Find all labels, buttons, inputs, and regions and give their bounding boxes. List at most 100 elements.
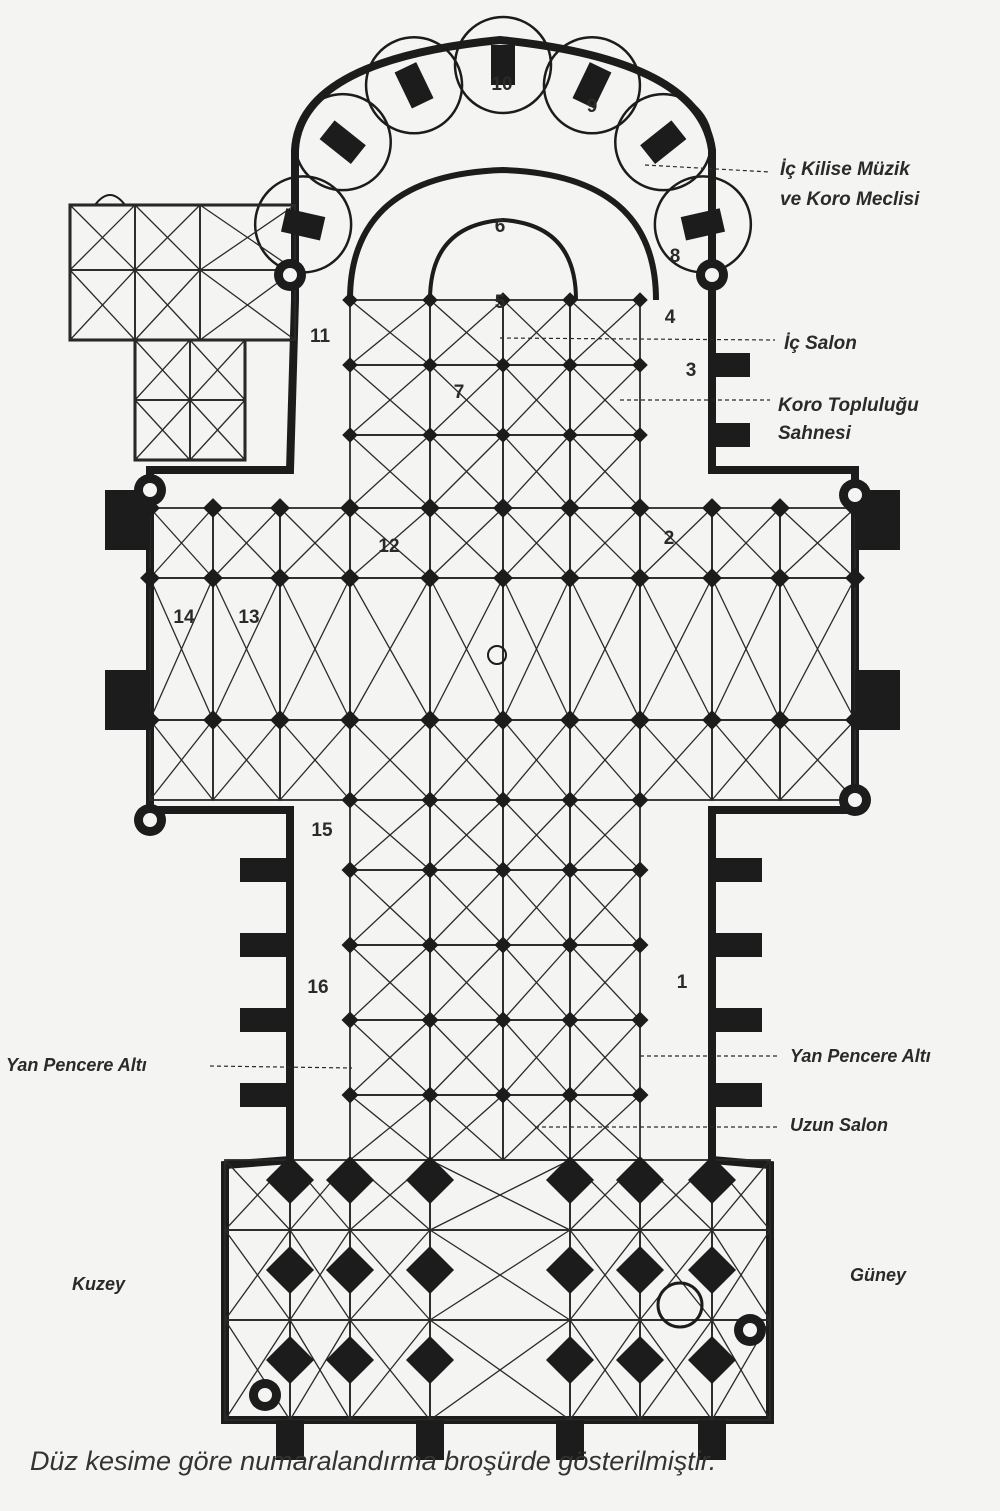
apse-buttress [491,45,515,85]
pier [561,791,579,809]
west-pier [545,1155,595,1205]
bay-number-3: 3 [686,360,697,381]
vault-rib [349,1319,431,1421]
vault-rib [502,799,571,871]
pier [494,861,512,879]
vault-rib [429,507,504,579]
west-pier [615,1245,665,1295]
vault-rib [569,1319,641,1421]
pier [561,1011,579,1029]
nave-buttress-north [240,1083,290,1107]
west-pier [687,1245,737,1295]
bay-number-10: 10 [491,74,512,95]
vault-rib [429,1159,571,1231]
bay-number-9: 9 [587,96,598,117]
west-buttress [416,1420,444,1460]
vault-rib [639,719,713,801]
bay-numbers: 10 9 6 8 5 4 11 3 7 12 2 14 13 15 1 16 [173,74,696,998]
buttresses [105,45,900,1460]
bay-outline [199,269,296,341]
apse-buttress [640,120,687,165]
bay-number-16: 16 [307,977,328,998]
bay-number-7: 7 [454,382,465,403]
pier [493,498,513,518]
vault-rib [349,944,431,1021]
pier [631,861,649,879]
vault-rib [569,299,641,366]
stair-turret-core [143,813,157,827]
vault-rib [349,299,431,366]
pier [341,791,359,809]
vault-rib [212,577,281,721]
choir-buttress [712,353,750,377]
bay-number-1: 1 [677,972,688,993]
west-pier [405,1155,455,1205]
vault-rib [779,507,856,579]
pier [340,498,360,518]
bay-number-13: 13 [238,607,259,628]
vault-rib [134,269,201,341]
pier [631,1086,649,1104]
vault-rib [779,577,856,721]
stair-turret-core [143,483,157,497]
label-inner-chapel-line2: ve Koro Meclisi [780,189,920,210]
inner-choir-arc [428,217,578,301]
bay-number-14: 14 [173,607,195,628]
tower-stair [656,1281,704,1329]
pier [560,710,580,730]
vault-rib [569,434,641,509]
label-choir-stage-line1: Koro Topluluğu [778,395,919,416]
bay-outline [189,399,246,461]
west-pier [325,1335,375,1385]
pier [630,498,650,518]
west-pier [325,1155,375,1205]
nave-buttress-south [712,1083,762,1107]
pier [340,568,360,588]
vault-rib [429,434,504,509]
stair-turret-core [705,268,719,282]
vault-rib [569,944,641,1021]
vault-rib [639,1319,713,1421]
vault-rib [429,799,504,871]
stair-turret-core [848,488,862,502]
bay-number-6: 6 [495,216,506,237]
west-buttress [556,1420,584,1460]
vault-rib [349,577,431,721]
vault-rib [502,577,571,721]
bay-outline [779,719,856,801]
west-pier [265,1335,315,1385]
label-aisle-left: Yan Pencere Altı [6,1055,147,1075]
bay-number-15: 15 [311,820,333,841]
vault-rib [502,719,571,801]
leader-line [499,337,776,341]
nave-buttress-north [240,858,290,882]
choir-arc [347,166,659,301]
pier [560,498,580,518]
vault-rib [502,364,571,436]
stair-turret-core [258,1388,272,1402]
vault-rib [502,944,571,1021]
vault-rib [429,1229,571,1321]
west-pier [405,1245,455,1295]
vault-rib [711,577,781,721]
pier [420,568,440,588]
vault-rib [279,507,351,579]
vault-rib [569,507,641,579]
bay-number-2: 2 [664,528,675,549]
apse-chapel [364,36,464,135]
west-pier [325,1245,375,1295]
leader-line [209,1065,353,1069]
pier [560,568,580,588]
nave-buttress-south [712,858,762,882]
nave-buttress-south [712,1008,762,1032]
vault-rib [212,719,281,801]
vault-rib [349,799,431,871]
vault-rib [429,1019,504,1096]
vault-rib [134,204,201,271]
west-pier [545,1245,595,1295]
plan-outline [68,15,859,1424]
nave-buttress-north [240,1008,290,1032]
sacristy-annex [68,203,297,342]
pier [770,498,790,518]
